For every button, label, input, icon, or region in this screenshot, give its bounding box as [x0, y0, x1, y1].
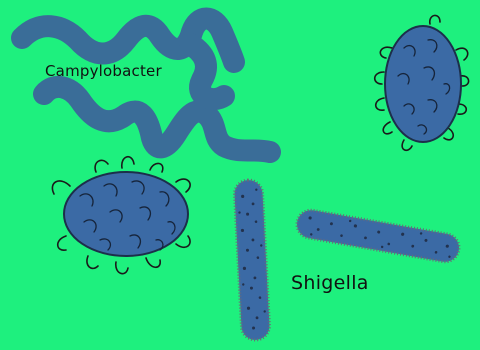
campylobacter-spiral-bottom — [44, 87, 270, 152]
campylobacter-label: Campylobacter — [45, 64, 162, 79]
oval-bacterium-right — [375, 15, 469, 150]
oval-bacterium-left — [52, 157, 190, 274]
shigella-rod-diagonal — [295, 208, 461, 264]
shigella-rods — [234, 179, 461, 340]
shigella-label: Shigella — [291, 274, 369, 293]
campylobacter-spirals — [22, 19, 270, 153]
shigella-rod-vertical — [234, 179, 270, 340]
